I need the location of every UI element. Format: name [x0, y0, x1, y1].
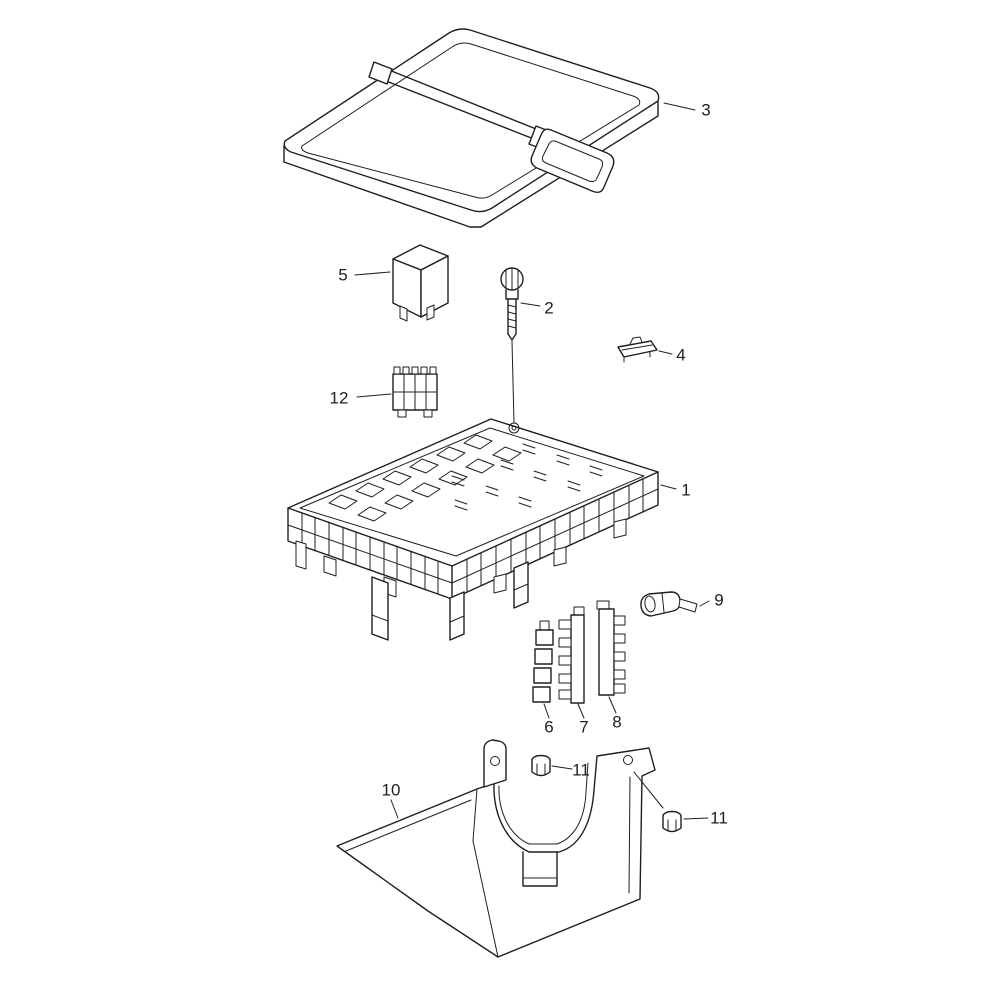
leader-lines — [354, 102, 710, 820]
nut-drawing — [662, 810, 682, 833]
relay-drawing — [392, 244, 449, 322]
fuse-box-drawing — [287, 418, 659, 641]
nut-drawing — [531, 754, 551, 777]
terminal-strip-6-drawing — [532, 620, 554, 703]
connector-block-drawing — [392, 366, 438, 418]
callout-label-9: 9 — [714, 590, 724, 610]
blade-fuse-drawing — [617, 336, 658, 363]
callout-label-1: 1 — [681, 480, 691, 500]
callout-label-5: 5 — [338, 265, 348, 285]
retaining-pin-drawing — [500, 267, 524, 424]
terminal-strip-7-drawing — [558, 606, 585, 704]
bracket-drawing — [336, 739, 664, 958]
callout-label-2: 2 — [544, 298, 554, 318]
cover-drawing — [283, 28, 660, 228]
callout-label-11: 11 — [572, 760, 590, 780]
callout-label-8: 8 — [612, 712, 622, 732]
clip-drawing — [640, 591, 698, 617]
callout-label-10: 10 — [381, 780, 401, 800]
callout-label-7: 7 — [579, 717, 589, 737]
callout-label-4: 4 — [676, 345, 686, 365]
callout-label-3: 3 — [701, 100, 711, 120]
callout-label-11b: 11 — [710, 808, 728, 828]
callout-label-12: 12 — [329, 388, 349, 408]
terminal-strip-8-drawing — [596, 600, 626, 696]
callout-label-6: 6 — [544, 717, 554, 737]
